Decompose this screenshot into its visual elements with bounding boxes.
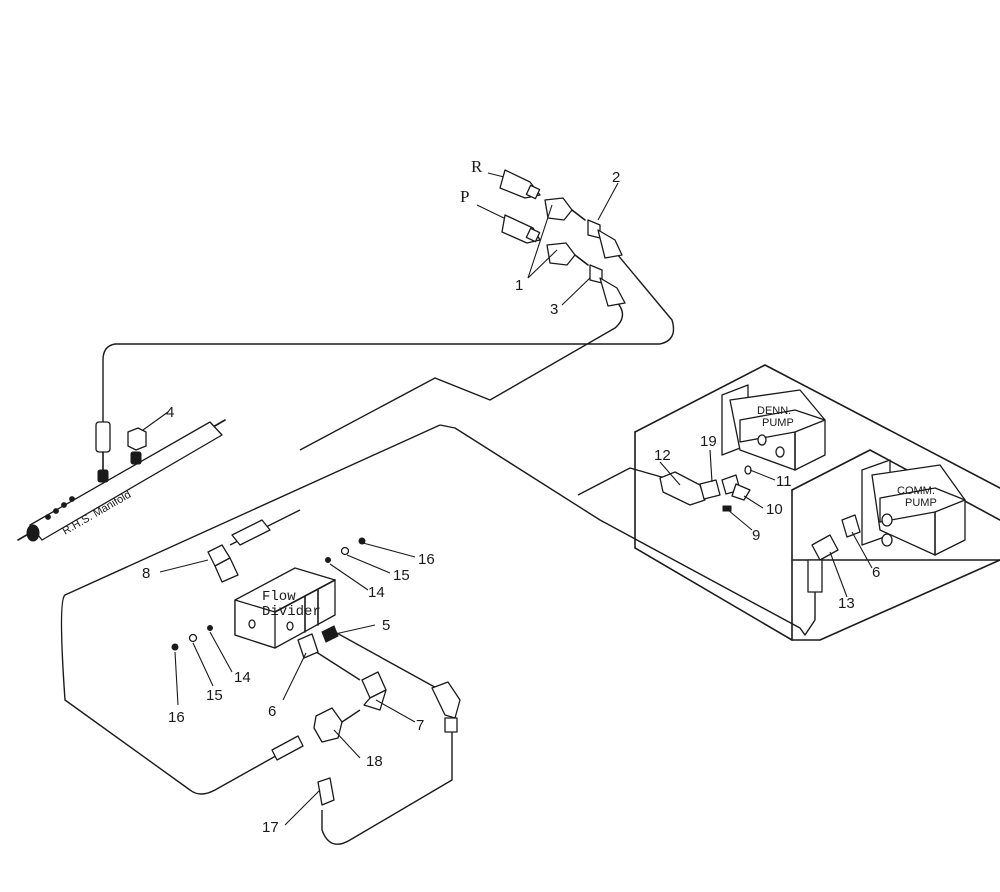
callout-11: 11 xyxy=(776,473,792,490)
callout-3: 3 xyxy=(550,301,558,318)
callout-15-left: 15 xyxy=(206,687,223,704)
lower-fittings xyxy=(271,671,461,806)
callout-14-right: 14 xyxy=(368,584,385,601)
flow-divider-label: Flow xyxy=(262,589,296,605)
washers xyxy=(171,537,366,651)
leader-lines xyxy=(142,182,873,826)
callout-14-left: 14 xyxy=(234,669,251,686)
callout-19: 19 xyxy=(700,433,717,450)
callout-6-right: 6 xyxy=(872,564,880,581)
pump-fittings xyxy=(659,465,861,593)
callout-numbers: 1 2 3 4 5 6 6 7 8 9 10 11 12 13 14 14 15… xyxy=(142,169,880,836)
callout-16-left: 16 xyxy=(168,709,185,726)
callout-7: 7 xyxy=(416,717,424,734)
port-r-label: R xyxy=(471,157,483,176)
pump-enclosure xyxy=(634,364,1000,641)
denn-pump: DENN. PUMP xyxy=(721,384,826,471)
callout-15-right: 15 xyxy=(393,567,410,584)
callout-8: 8 xyxy=(142,565,150,582)
callout-18: 18 xyxy=(366,753,383,770)
denn-pump-label: DENN. xyxy=(757,405,791,417)
flow-divider: Flow Divider xyxy=(207,519,339,659)
comm-pump: COMM. PUMP xyxy=(861,459,966,556)
flow-divider-label-2: Divider xyxy=(262,604,321,620)
callout-13: 13 xyxy=(838,595,855,612)
callout-10: 10 xyxy=(766,501,783,518)
comm-pump-label-2: PUMP xyxy=(905,497,937,509)
denn-pump-label-2: PUMP xyxy=(762,417,794,429)
callout-12: 12 xyxy=(654,447,671,464)
top-fittings xyxy=(476,169,626,307)
callout-4: 4 xyxy=(166,404,174,421)
rhs-manifold: R.H.S. Manifold xyxy=(17,419,226,542)
hose-lines xyxy=(60,247,816,845)
callout-2: 2 xyxy=(612,169,620,186)
callout-16-right: 16 xyxy=(418,551,435,568)
port-p-label: P xyxy=(460,187,469,206)
callout-17: 17 xyxy=(262,819,279,836)
comm-pump-label: COMM. xyxy=(897,485,935,497)
callout-6-left: 6 xyxy=(268,703,276,720)
callout-9: 9 xyxy=(752,527,760,544)
callout-5: 5 xyxy=(382,617,390,634)
callout-1: 1 xyxy=(515,277,523,294)
